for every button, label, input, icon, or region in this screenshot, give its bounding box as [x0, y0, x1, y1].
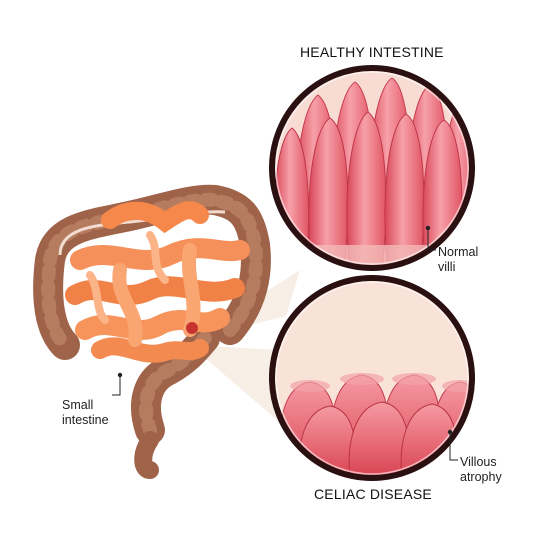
normal-villi-label: Normal villi [438, 245, 479, 274]
leader-dot-small-intestine [117, 372, 123, 378]
healthy-villi-circle [269, 65, 475, 271]
small-intestine-label: Small intestine [62, 398, 109, 427]
villous-atrophy-label: Villous atrophy [460, 455, 502, 484]
leader-dot-villous-atrophy [447, 429, 453, 435]
leader-lines [112, 228, 458, 461]
leader-dot-normal-villi [425, 225, 431, 231]
magnified-spot [186, 322, 198, 334]
celiac-villi-circle [269, 275, 475, 481]
healthy-intestine-title: HEALTHY INTESTINE [300, 44, 444, 60]
celiac-disease-title: CELIAC DISEASE [314, 486, 432, 502]
small-intestine [65, 201, 250, 363]
